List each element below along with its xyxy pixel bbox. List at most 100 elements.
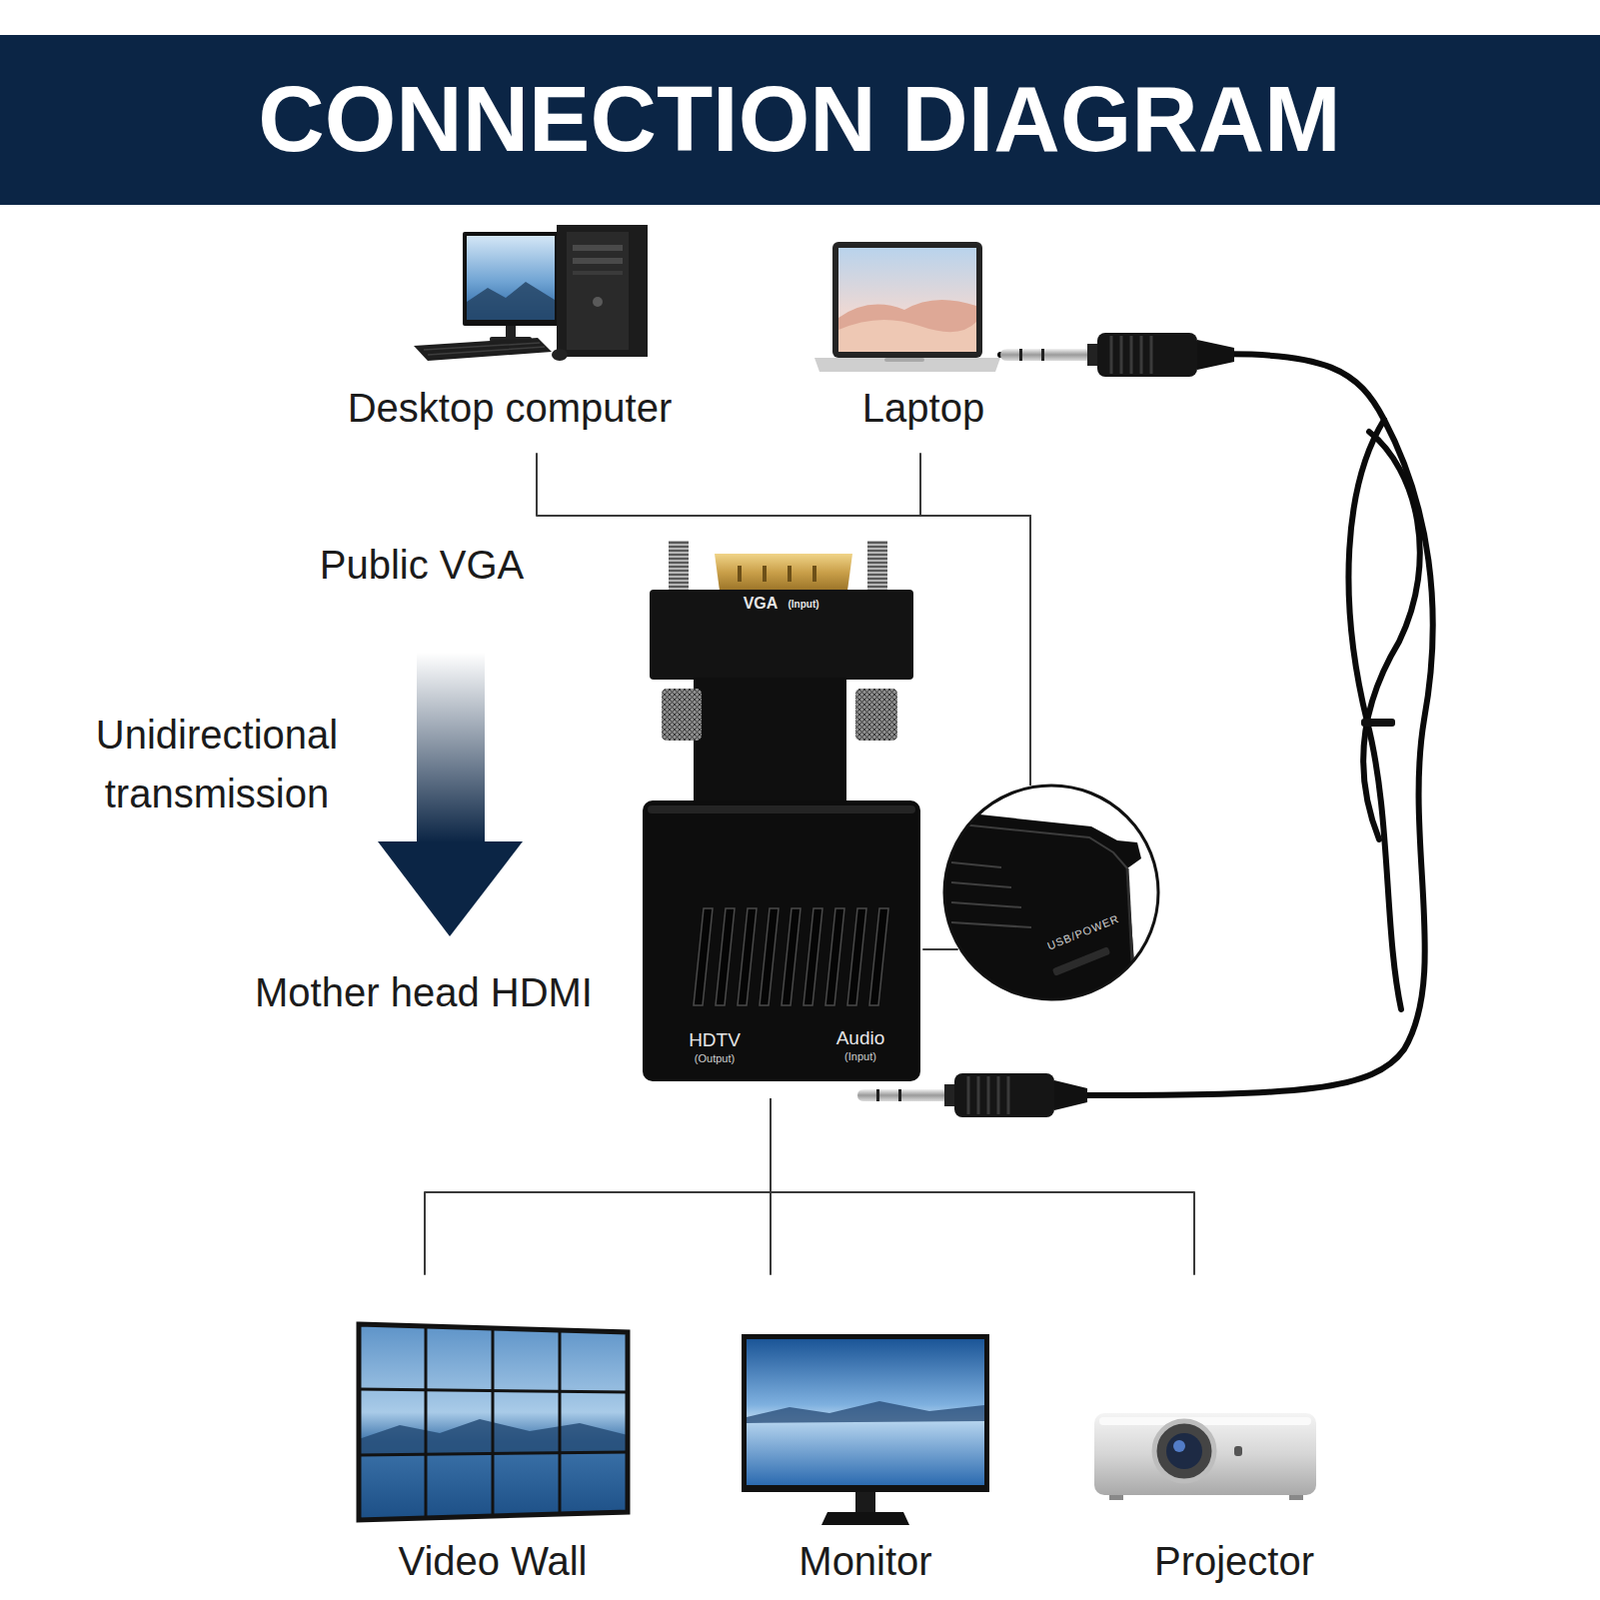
desktop-computer-illustration	[592, 296, 603, 307]
connector-line	[536, 453, 1031, 785]
vga-hdmi-adapter-illustration	[642, 540, 921, 1082]
node-text: Audio	[836, 1027, 886, 1050]
vga-hdmi-adapter-illustration	[649, 589, 914, 680]
video-wall-illustration	[558, 1330, 562, 1515]
node-text: VGA	[743, 594, 779, 613]
laptop-illustration	[814, 357, 1001, 372]
audio-jack-top	[1097, 332, 1198, 377]
projector-illustration	[1166, 1433, 1203, 1470]
desktop-computer-illustration	[466, 235, 555, 320]
audio-jack-bottom	[898, 1089, 902, 1102]
desktop-computer-illustration	[466, 281, 555, 320]
device-node: Laptop	[814, 219, 1001, 454]
video-wall-illustration	[358, 1452, 628, 1456]
audio-jack-bottom	[944, 1084, 956, 1107]
audio-cable	[923, 353, 1434, 1096]
connector-line	[424, 1099, 771, 1275]
audio-jack-top	[1000, 348, 1090, 361]
audio-jack-bottom	[954, 1073, 1055, 1118]
vga-hdmi-adapter-illustration	[737, 908, 757, 1006]
vga-hdmi-adapter-illustration	[803, 908, 823, 1006]
desktop-computer-illustration	[572, 270, 623, 275]
callout-circle	[944, 785, 1159, 1000]
monitor-illustration	[746, 1339, 985, 1486]
callout-circle	[941, 810, 1142, 1003]
desktop-computer-illustration	[462, 231, 559, 326]
transmission-arrow	[377, 841, 523, 937]
vga-hdmi-adapter-illustration	[855, 688, 898, 741]
video-wall-illustration	[358, 1324, 628, 1521]
laptop-illustration	[838, 299, 977, 352]
desktop-computer-illustration	[413, 224, 648, 361]
projector-illustration	[1234, 1446, 1243, 1457]
callout-circle	[1052, 946, 1112, 977]
audio-cable-loop	[1348, 419, 1420, 1010]
connector-line	[923, 948, 958, 951]
display-node: Projector	[1091, 1274, 1317, 1595]
vga-hdmi-adapter-illustration	[693, 908, 889, 1006]
laptop-illustration	[814, 241, 1001, 372]
vga-hdmi-adapter-illustration	[715, 908, 735, 1006]
audio-cable-loop	[1361, 718, 1396, 727]
desktop-computer-illustration	[505, 325, 516, 338]
laptop-illustration	[838, 319, 977, 352]
vga-hdmi-adapter-illustration	[867, 540, 888, 593]
callout-circle: USB/POWER	[941, 782, 1162, 1003]
node-text: HDTV	[688, 1029, 741, 1052]
projector-illustration	[1173, 1440, 1186, 1453]
projector-illustration	[1099, 1417, 1312, 1426]
laptop-illustration	[838, 247, 977, 352]
audio-jack-bottom	[857, 1073, 1088, 1118]
connector-line	[920, 453, 1031, 785]
audio-jack-bottom	[968, 1076, 1009, 1115]
vga-hdmi-adapter-illustration	[714, 553, 853, 591]
node-text: (Input)	[844, 1050, 877, 1064]
vga-hdmi-adapter-illustration	[869, 908, 889, 1006]
monitor-illustration	[741, 1334, 990, 1493]
desktop-computer-illustration	[423, 342, 545, 355]
vga-hdmi-adapter-illustration	[759, 908, 779, 1006]
video-wall-illustration	[358, 1389, 628, 1393]
audio-jack-top	[1000, 332, 1235, 377]
callout-circle	[941, 782, 1162, 1003]
callout-circle	[951, 862, 1032, 928]
video-wall-illustration	[491, 1328, 495, 1517]
vga-hdmi-adapter-illustration	[661, 688, 702, 741]
monitor-illustration	[741, 1334, 990, 1526]
desktop-computer-illustration	[572, 257, 623, 264]
video-wall-illustration	[358, 1324, 628, 1521]
annotation-label: Public VGA	[319, 541, 525, 588]
node-text: Desktop computer	[347, 384, 673, 431]
node-text: Laptop	[862, 384, 985, 431]
desktop-computer-illustration	[566, 231, 629, 350]
monitor-illustration	[821, 1512, 910, 1526]
desktop-computer-illustration	[551, 348, 568, 361]
audio-cable-loop	[1348, 419, 1402, 1010]
node-text: (Output)	[694, 1052, 735, 1066]
video-wall-illustration	[358, 1324, 628, 1521]
audio-jack-bottom	[857, 1089, 948, 1102]
vga-hdmi-adapter-illustration	[825, 908, 845, 1006]
audio-jack-top	[1111, 335, 1152, 374]
callout-circle	[941, 822, 1128, 869]
projector-illustration	[1094, 1413, 1317, 1496]
vga-hdmi-adapter-illustration	[693, 908, 713, 1006]
monitor-illustration	[855, 1492, 876, 1513]
adapter-node: VGA(Input)HDTV(Output)Audio(Input)	[642, 540, 924, 1100]
audio-jack-top	[1197, 339, 1235, 370]
projector-illustration	[1109, 1495, 1124, 1501]
display-node: Video Wall	[354, 1274, 632, 1595]
audio-jack-top	[1019, 348, 1023, 361]
vga-hdmi-adapter-illustration	[647, 805, 916, 814]
video-wall-illustration	[424, 1326, 428, 1519]
annotation-label: Mother head HDMI	[254, 969, 593, 1016]
transmission-arrow	[377, 652, 523, 937]
vga-hdmi-adapter-illustration	[781, 908, 801, 1006]
connector-line	[770, 1099, 1195, 1275]
desktop-computer-illustration	[556, 224, 648, 357]
node-text: Projector	[1154, 1538, 1315, 1585]
node-text: Video Wall	[398, 1538, 588, 1585]
transmission-arrow	[416, 652, 485, 843]
vga-hdmi-adapter-illustration	[693, 677, 847, 810]
title-band	[0, 34, 1600, 205]
